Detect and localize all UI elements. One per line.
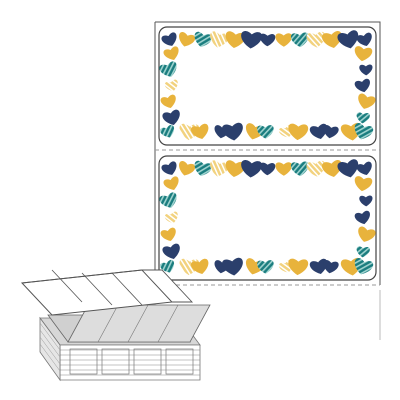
heart-icon xyxy=(309,123,328,140)
heart-icon xyxy=(190,258,209,274)
heart-icon xyxy=(179,32,196,47)
fanfold-stack-icon xyxy=(20,269,211,382)
heart-icon xyxy=(210,31,229,48)
heart-icon xyxy=(323,260,339,274)
heart-icon xyxy=(275,33,292,47)
heart-icon xyxy=(288,123,309,141)
heart-icon xyxy=(225,31,246,49)
heart-icon xyxy=(162,109,180,125)
heart-icon xyxy=(291,161,309,177)
heart-icon xyxy=(356,161,372,176)
heart-icon xyxy=(160,124,175,138)
heart-icon xyxy=(306,31,326,48)
heart-icon xyxy=(241,31,263,49)
heart-icon xyxy=(222,122,243,141)
top-sheet xyxy=(20,269,194,316)
heart-icon xyxy=(309,258,328,275)
heart-icon xyxy=(160,227,176,242)
heart-icon xyxy=(225,160,246,178)
heart-icon xyxy=(161,32,177,46)
heart-icon xyxy=(356,32,372,47)
heart-icon xyxy=(259,33,276,47)
heart-icon xyxy=(194,31,213,47)
heart-icon xyxy=(306,160,326,177)
heart-icon xyxy=(222,257,243,276)
heart-icon xyxy=(354,210,370,225)
heart-icon xyxy=(354,46,373,62)
heart-icon xyxy=(321,31,342,48)
folding-sheet xyxy=(47,304,211,343)
label-1 xyxy=(158,26,377,146)
heart-icon xyxy=(190,123,209,139)
heart-icon xyxy=(210,160,229,177)
heart-icon xyxy=(164,211,178,224)
heart-icon xyxy=(288,258,309,276)
heart-icon xyxy=(163,176,179,190)
heart-icon xyxy=(354,176,373,192)
heart-frame-1 xyxy=(159,30,376,141)
heart-icon xyxy=(356,112,370,124)
heart-icon xyxy=(354,258,374,275)
heart-icon xyxy=(160,259,175,273)
heart-icon xyxy=(164,79,178,92)
heart-frame-2 xyxy=(159,159,376,276)
heart-icon xyxy=(337,159,359,178)
heart-icon xyxy=(323,125,339,139)
heart-icon xyxy=(194,160,213,176)
heart-icon xyxy=(159,192,177,208)
heart-icon xyxy=(257,260,274,274)
heart-icon xyxy=(356,246,370,258)
heart-icon xyxy=(321,160,342,177)
heart-icon xyxy=(179,161,196,176)
heart-icon xyxy=(259,162,276,176)
heart-icon xyxy=(162,243,180,259)
heart-icon xyxy=(354,123,374,140)
heart-icon xyxy=(358,226,376,242)
heart-icon xyxy=(359,64,373,76)
heart-icon xyxy=(337,30,359,49)
heart-icon xyxy=(354,78,370,93)
heart-icon xyxy=(358,93,376,109)
heart-icon xyxy=(159,61,177,77)
heart-icon xyxy=(291,32,309,48)
heart-icon xyxy=(275,162,292,176)
heart-icon xyxy=(161,161,177,175)
heart-icon xyxy=(257,125,274,139)
label-2 xyxy=(158,155,377,281)
heart-icon xyxy=(163,46,179,60)
heart-icon xyxy=(160,94,176,109)
heart-icon xyxy=(359,195,373,207)
heart-icon xyxy=(241,160,263,178)
